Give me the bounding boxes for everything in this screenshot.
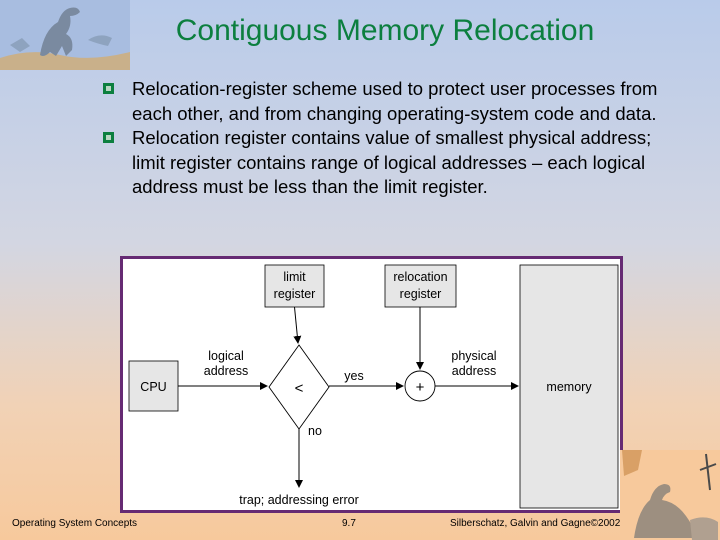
bullet-item: Relocation register contains value of sm… — [100, 126, 660, 200]
bullet-item: Relocation-register scheme used to prote… — [100, 77, 660, 126]
footer-left: Operating System Concepts — [12, 518, 138, 529]
cpu-label: CPU — [140, 380, 166, 394]
footer-center: 9.7 — [342, 518, 356, 529]
memory-box — [519, 264, 619, 509]
cpu-box — [128, 360, 179, 412]
logical-address-label-1: logical — [208, 349, 243, 363]
logical-address-label-2: address — [204, 364, 248, 378]
limit-register-label-1: limit — [283, 270, 306, 284]
no-label: no — [308, 424, 322, 438]
slide-title: Contiguous Memory Relocation — [175, 14, 595, 47]
physical-address-label-2: address — [452, 364, 496, 378]
relocation-register-label-1: relocation — [393, 270, 447, 284]
relocation-register-box — [384, 264, 457, 308]
bullet-list: Relocation-register scheme used to prote… — [100, 77, 660, 200]
yes-label: yes — [344, 369, 363, 383]
physical-address-label-1: physical — [451, 349, 496, 363]
bullet-marker-icon — [103, 132, 114, 143]
adder-label: + — [416, 379, 425, 396]
bullet-text: Relocation register contains value of sm… — [132, 127, 652, 197]
comparator-label: < — [295, 380, 304, 397]
arrow-limit-to-comparator — [293, 306, 302, 344]
dinosaur-logo-bottom-right-icon — [620, 450, 720, 540]
bullet-marker-icon — [103, 83, 114, 94]
relocation-diagram: limit register relocation register CPU m… — [120, 256, 623, 513]
trap-label: trap; addressing error — [239, 493, 359, 507]
limit-register-label-2: register — [274, 287, 316, 301]
footer-right: Silberschatz, Galvin and Gagne©2002 — [450, 518, 621, 529]
limit-register-box — [264, 264, 325, 308]
relocation-register-label-2: register — [400, 287, 442, 301]
memory-label: memory — [546, 380, 592, 394]
diagram-canvas: limit register relocation register CPU m… — [128, 264, 619, 509]
bullet-text: Relocation-register scheme used to prote… — [132, 78, 658, 124]
dinosaur-logo-top-left-icon — [0, 0, 130, 70]
